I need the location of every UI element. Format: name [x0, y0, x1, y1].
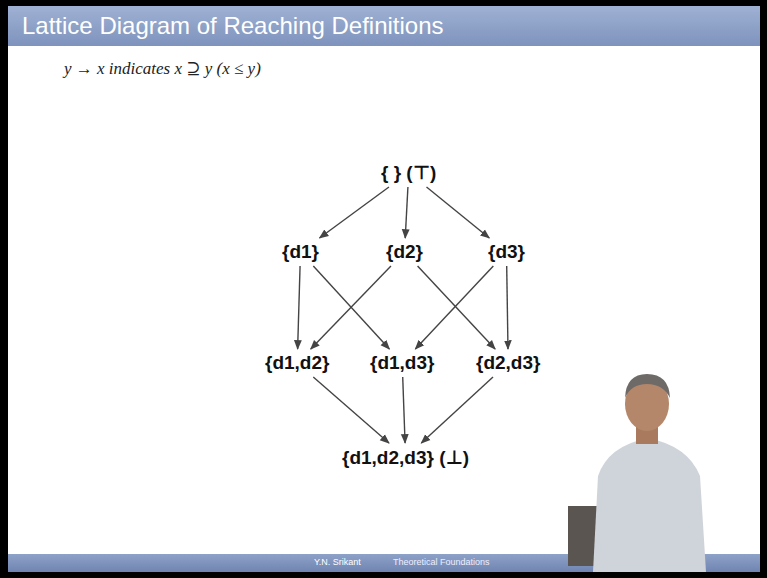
set-label: {d2,d3} [476, 352, 540, 373]
order-arrow [311, 266, 391, 349]
edge-layer [8, 6, 760, 572]
set-label: { } (⊤) [381, 162, 436, 183]
lattice-element: {d2} [382, 238, 427, 266]
node-layer: { } (⊤) {d1} {d2} {d3} {d1,d2} {d1,d3} {d2,d3}… [8, 6, 760, 572]
author-name: Y.N. Srikant [314, 557, 361, 567]
hair [625, 374, 670, 398]
set-label: {d1,d3} [370, 352, 434, 373]
set-label: {d1,d2} [265, 352, 329, 373]
lattice-element: {d1,d2} [261, 349, 333, 377]
order-arrow [418, 266, 496, 349]
set-label: {d1} [282, 241, 319, 262]
order-arrow [507, 266, 508, 349]
order-arrow [427, 187, 490, 238]
lattice-element: {d1} [278, 238, 323, 266]
lattice-element: {d2,d3} [472, 349, 544, 377]
course-name: Theoretical Foundations [393, 557, 490, 567]
order-arrow [421, 377, 493, 443]
order-arrow [298, 266, 300, 349]
lattice-element: {d1,d3} [366, 349, 438, 377]
slide: { } (⊤) {d1} {d2} {d3} {d1,d2} {d1,d3} {d2,d3}… [8, 6, 760, 572]
lattice-element: { } (⊤) [377, 158, 440, 187]
lattice-element: {d3} [484, 238, 529, 266]
order-arrow [313, 377, 389, 443]
order-arrow [415, 266, 493, 349]
lattice-element: {d1,d2,d3} (⊥) [338, 443, 473, 472]
set-label: {d2} [386, 241, 423, 262]
shirt [593, 438, 706, 572]
subtitle-note: y → x indicates x ⊇ y (x ≤ y) [64, 58, 261, 79]
order-arrow [405, 187, 408, 238]
order-arrow [403, 377, 405, 443]
order-arrow [320, 187, 389, 238]
slide-title: Lattice Diagram of Reaching Definitions [22, 12, 444, 40]
presenter-figure [8, 6, 760, 572]
set-label: {d3} [488, 241, 525, 262]
set-label: {d1,d2,d3} (⊥) [342, 447, 469, 468]
